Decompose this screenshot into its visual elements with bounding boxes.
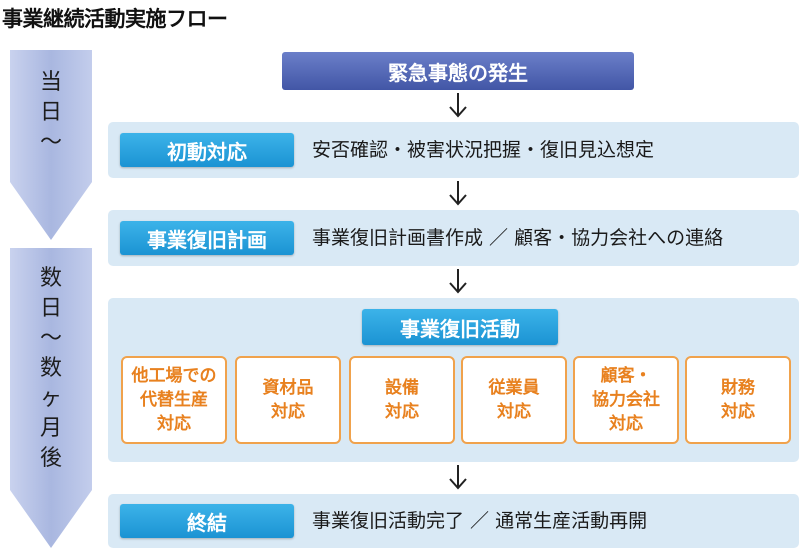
step-desc-conclusion: 事業復旧活動完了 ／ 通常生産活動再開 <box>312 510 648 532</box>
page-title: 事業継続活動実施フロー <box>2 7 228 31</box>
step-desc-recovery-plan: 事業復旧計画書作成 ／ 顧客・協力会社への連絡 <box>312 227 724 249</box>
step-label-conclusion: 終結 <box>120 504 294 538</box>
timeline-arrow-1 <box>10 50 92 240</box>
activity-box-employees: 従業員 対応 <box>461 356 567 444</box>
emergency-event-box: 緊急事態の発生 <box>282 52 634 90</box>
activity-box-finance: 財務 対応 <box>685 356 791 444</box>
step-label-recovery-activities: 事業復旧活動 <box>362 309 558 345</box>
activity-box-materials: 資材品 対応 <box>235 356 341 444</box>
step-label-initial-response: 初動対応 <box>120 133 294 167</box>
down-arrow-icon <box>449 181 467 206</box>
step-desc-initial-response: 安否確認・被害状況把握・復旧見込想定 <box>312 139 655 161</box>
timeline-arrow-2 <box>10 248 92 548</box>
step-label-recovery-plan: 事業復旧計画 <box>120 221 294 255</box>
timeline-arrows <box>10 50 92 548</box>
down-arrow-icon <box>449 93 467 118</box>
activity-box-customers: 顧客・ 協力会社 対応 <box>573 356 679 444</box>
timeline-phase-1: 当 日 ～ <box>39 70 62 155</box>
down-arrow-icon <box>449 269 467 294</box>
timeline-phase-2: 数 日 ～ 数 ヶ 月 後 <box>39 266 62 471</box>
activity-box-alt-production: 他工場での 代替生産 対応 <box>121 356 227 444</box>
activity-box-equipment: 設備 対応 <box>349 356 455 444</box>
down-arrow-icon <box>449 465 467 490</box>
